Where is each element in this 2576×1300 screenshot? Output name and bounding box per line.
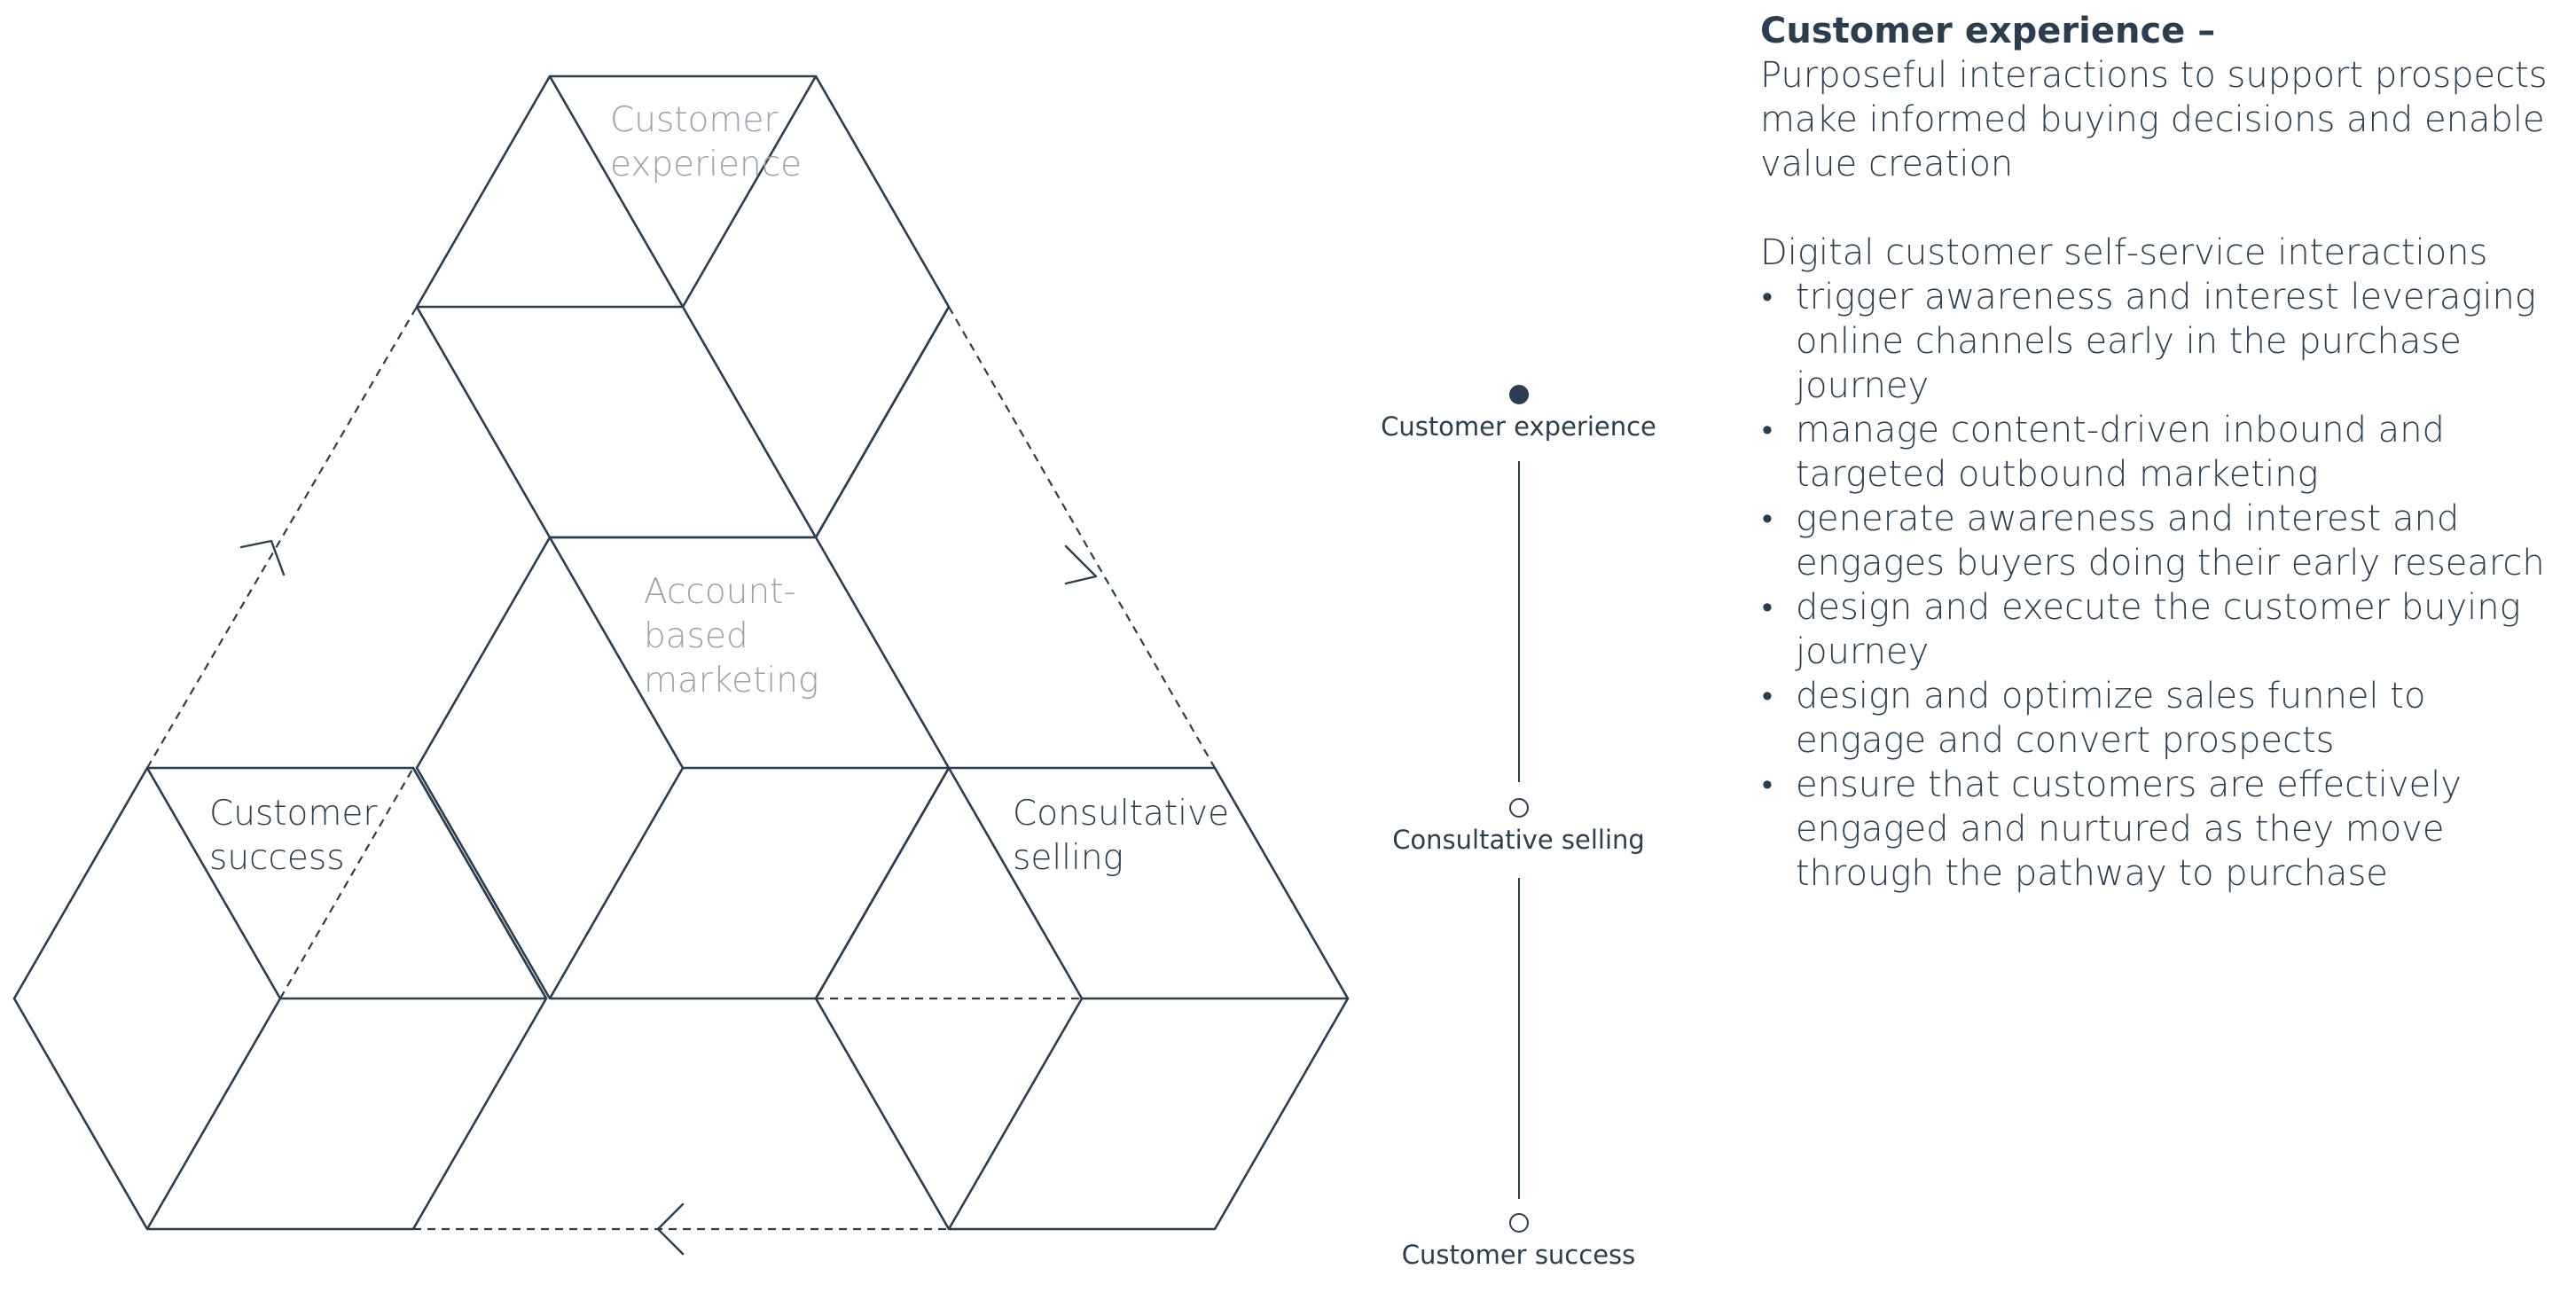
panel-bullet: design and execute the customer buying j…	[1760, 585, 2563, 674]
consultative-selling-label-line-1: Consultative	[1013, 794, 1229, 834]
account-based-marketing-segment[interactable]: Account- based marketing	[415, 536, 951, 1000]
customer-success-label-line-2: success	[209, 838, 345, 878]
step-label: Customer experience	[1381, 411, 1656, 442]
abm-label-line-3: marketing	[644, 661, 818, 701]
customer-success-label-line-1: Customer	[209, 794, 377, 834]
panel-title: Customer experience –	[1760, 11, 2216, 51]
customer-success-segment[interactable]: Customer success	[12, 766, 548, 1231]
flow-dash-experience-inner	[682, 306, 817, 538]
consultative-selling-label-line-2: selling	[1013, 838, 1124, 878]
flow-arrow-up-left	[239, 539, 286, 576]
panel-bullet: manage content-driven inbound and target…	[1760, 408, 2563, 497]
segment-triangle-diagram: Customer experience Account- based marke…	[12, 74, 1350, 1256]
panel-lead: Purposeful interactions to support prosp…	[1760, 55, 2548, 184]
flow-arrows	[239, 539, 1098, 1256]
stepper-line-upper	[1518, 461, 1520, 782]
step-customer-experience[interactable]: Customer experience	[1366, 385, 1672, 442]
stepper-line-lower	[1518, 878, 1520, 1199]
flow-connectors	[146, 306, 1216, 1231]
abm-label-line-2: based	[644, 616, 748, 656]
flow-arrow-left	[656, 1202, 685, 1256]
segment-description-panel: Customer experience – Purposeful interac…	[1760, 9, 2563, 896]
panel-subheading: Digital customer self-service interactio…	[1760, 232, 2488, 273]
flow-dash-success-to-experience	[146, 306, 418, 769]
consultative-selling-label: Consultative selling	[1013, 794, 1233, 878]
panel-bullet: trigger awareness and interest leveragin…	[1760, 275, 2563, 408]
step-label: Customer success	[1401, 1240, 1636, 1270]
account-based-marketing-label: Account- based marketing	[644, 572, 818, 701]
customer-experience-segment[interactable]: Customer experience	[415, 74, 951, 539]
step-dot-icon	[1508, 1213, 1529, 1233]
flow-arrow-down-right	[1064, 544, 1098, 585]
segment-stepper: Customer experience Consultative selling…	[1366, 372, 1672, 1277]
step-consultative-selling[interactable]: Consultative selling	[1366, 798, 1672, 855]
customer-experience-label-line-1: Customer	[610, 100, 778, 140]
panel-bullet-list: trigger awareness and interest leveragin…	[1760, 275, 2563, 896]
consultative-selling-segment[interactable]: Consultative selling	[814, 766, 1350, 1231]
step-dot-icon	[1508, 798, 1529, 818]
flow-dash-experience-to-selling	[948, 306, 1216, 769]
customer-experience-label-line-2: experience	[610, 145, 802, 184]
customer-success-label: Customer success	[209, 794, 382, 878]
step-dot-active-icon	[1508, 385, 1529, 404]
customer-experience-label: Customer experience	[610, 100, 802, 184]
panel-bullet: generate awareness and interest and enga…	[1760, 497, 2563, 585]
step-label: Consultative selling	[1392, 825, 1645, 855]
flow-dash-success-inner	[279, 767, 414, 999]
abm-label-line-1: Account-	[644, 572, 796, 612]
step-customer-success[interactable]: Customer success	[1366, 1213, 1672, 1270]
panel-bullet: design and optimize sales funnel to enga…	[1760, 674, 2563, 763]
panel-bullet: ensure that customers are effectively en…	[1760, 763, 2563, 896]
